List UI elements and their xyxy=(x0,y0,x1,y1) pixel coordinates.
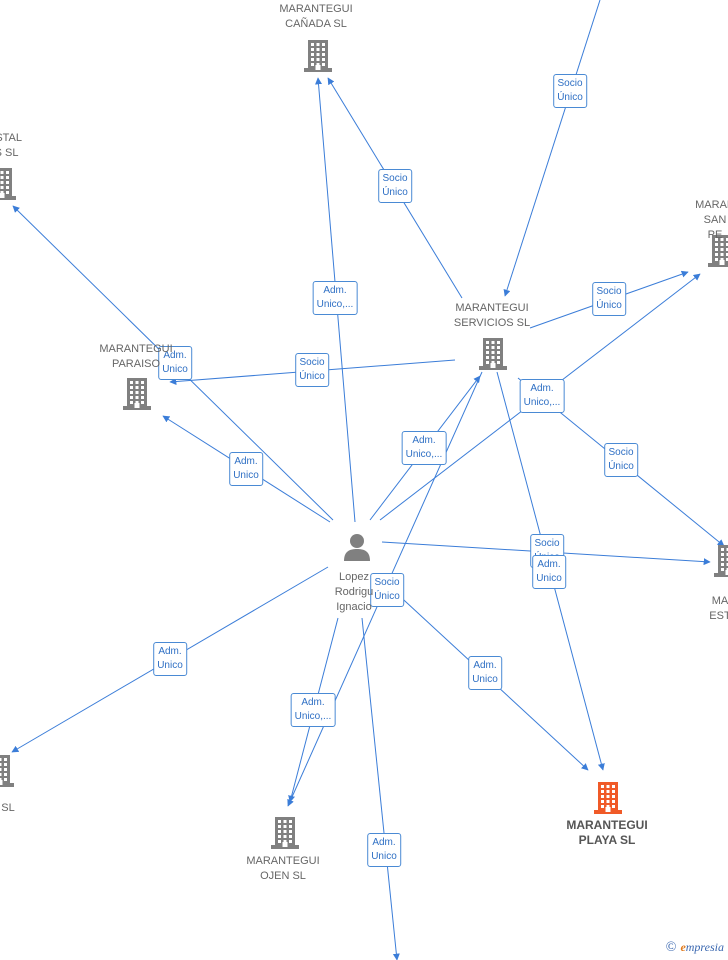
building-icon[interactable] xyxy=(122,376,152,415)
label-line: MARAN xyxy=(695,199,728,211)
edge-role-label[interactable]: Adm. Unico xyxy=(468,656,502,690)
label-line: PLAYA SL xyxy=(578,833,636,847)
label-line: Ignacio xyxy=(336,601,372,613)
edge-role-label[interactable]: Socio Único xyxy=(378,169,412,203)
label-line: IS SL xyxy=(0,147,19,159)
edge-role-label[interactable]: Adm. Unico xyxy=(229,452,263,486)
building-icon[interactable] xyxy=(593,780,623,819)
edge-role-label[interactable]: Adm. Unico,... xyxy=(519,379,565,413)
label-line: OJEN SL xyxy=(260,870,306,882)
edge-role-label[interactable]: Adm. Unico,... xyxy=(401,431,447,465)
person-icon[interactable] xyxy=(342,532,372,567)
label-line: MARANTEGUI xyxy=(279,3,353,15)
company-name-label[interactable]: MARAN SAN PE xyxy=(695,198,728,243)
label-line: ESTAL xyxy=(0,132,23,144)
edge-role-label[interactable]: Adm. Unico,... xyxy=(290,693,336,727)
label-line: Lopez xyxy=(339,571,369,583)
company-name-label[interactable]: SL xyxy=(1,801,14,816)
edge-role-label[interactable]: Socio Único xyxy=(553,74,587,108)
label-line: SERVICIOS SL xyxy=(453,317,531,329)
relation-edge xyxy=(361,617,400,960)
building-icon[interactable] xyxy=(303,38,333,77)
edge-role-label[interactable]: Socio Único xyxy=(295,353,329,387)
empresia-logo: ©empresia xyxy=(665,940,724,955)
label-line: PARAISO xyxy=(111,358,161,370)
label-line: MARANTEGUI xyxy=(99,343,173,355)
building-icon[interactable] xyxy=(270,815,300,854)
company-name-label[interactable]: MARANTEGUI PARAISO xyxy=(99,342,172,372)
building-icon[interactable] xyxy=(0,166,17,205)
company-name-label[interactable]: MARANTEGUI OJEN SL xyxy=(246,854,319,884)
label-line: MARANTEGUI xyxy=(566,818,648,832)
edge-role-label[interactable]: Adm. Unico xyxy=(153,642,187,676)
edge-role-label[interactable]: Socio Único xyxy=(370,573,404,607)
company-name-label[interactable]: MARANTEGUI CAÑADA SL xyxy=(279,2,352,32)
edge-role-label[interactable]: Socio Único xyxy=(604,443,638,477)
relation-edge xyxy=(503,0,601,297)
edge-role-label[interactable]: Adm. Unico,... xyxy=(312,281,358,315)
label-line: EST xyxy=(709,610,728,622)
building-icon[interactable] xyxy=(0,753,15,792)
edge-role-label[interactable]: Adm. Unico xyxy=(367,833,401,867)
building-icon[interactable] xyxy=(713,543,728,582)
label-line: SL xyxy=(1,802,15,814)
company-name-label[interactable]: MA EST xyxy=(709,594,728,624)
edge-role-label[interactable]: Socio Único xyxy=(592,282,626,316)
building-icon[interactable] xyxy=(707,233,728,272)
label-line: MA xyxy=(711,595,728,607)
edge-role-label[interactable]: Adm. Unico xyxy=(158,346,192,380)
label-line: MARANTEGUI xyxy=(246,855,320,867)
label-line: Rodrigu xyxy=(334,586,374,598)
company-name-label[interactable]: ESTAL IS SL xyxy=(0,131,22,161)
label-line: CAÑADA SL xyxy=(285,18,347,30)
edge-role-label[interactable]: Adm. Unico xyxy=(532,555,566,589)
company-name-label[interactable]: MARANTEGUI SERVICIOS SL xyxy=(454,301,530,331)
label-line: SAN PE xyxy=(703,214,727,241)
label-line: MARANTEGUI xyxy=(455,302,529,314)
building-icon[interactable] xyxy=(478,336,508,375)
